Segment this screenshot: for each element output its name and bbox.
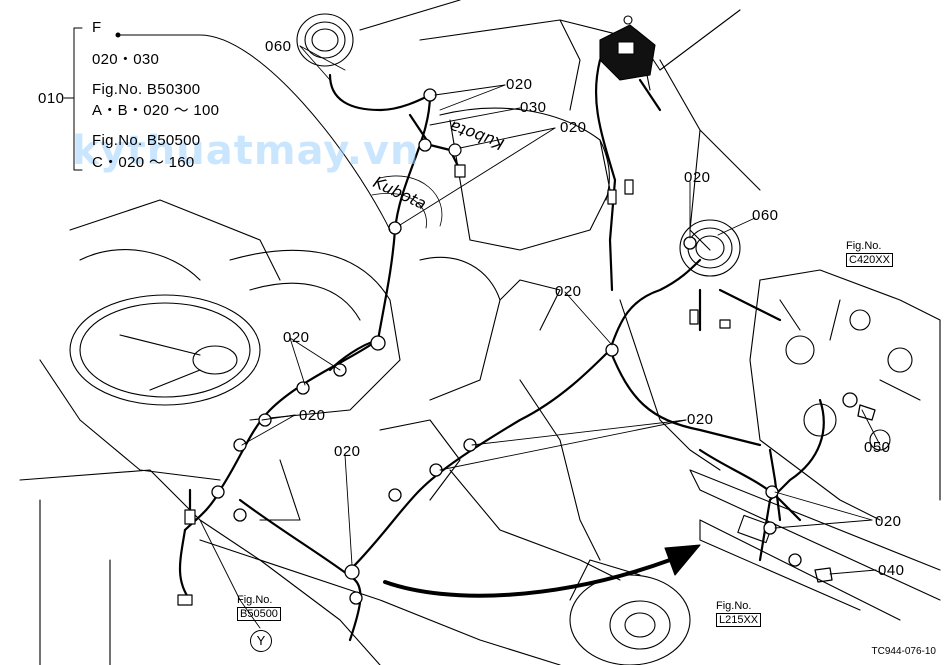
front-axle-gear [569,559,691,665]
part-label-020[interactable]: 020 [506,76,533,93]
part-label-020[interactable]: 020 [555,283,582,300]
part-label-030[interactable]: 030 [520,99,547,116]
connectors [177,143,731,606]
watermark-text: kythuatmay.vn [72,128,420,174]
fig-ref-b505-value: B50500 [237,606,281,622]
note-fig-b: Fig.No. B50300 [92,81,201,98]
part-label-050[interactable]: 050 [864,439,891,456]
view-arrow [383,544,701,598]
drawing-code: TC944-076-10 [871,646,936,657]
seat-and-fenders [39,199,561,481]
view-y-marker[interactable]: Y [250,630,272,652]
fig-ref-l215[interactable]: Fig.No. L215XX [716,600,762,628]
part-label-020[interactable]: 020 [283,329,310,346]
lower-bracket [689,469,941,621]
part-label-020[interactable]: 020 [875,513,902,530]
fig-ref-b505[interactable]: Fig.No. B50500 [237,594,281,622]
hood-outline [359,0,761,251]
note-range-f: 020・030 [92,51,160,68]
note-range-c: C・020 ～ 160 [92,154,195,171]
part-label-060[interactable]: 060 [752,207,779,224]
wiring-harness [178,58,825,642]
harness-clamps [211,88,779,605]
fig-ref-c420-value: C420XX [846,252,893,268]
leader-lines [199,45,881,629]
part-label-060[interactable]: 060 [265,38,292,55]
part-label-020[interactable]: 020 [684,169,711,186]
note-range-ab: A・B・020 ～ 100 [92,102,220,119]
steering-wheel [69,294,261,406]
part-label-020[interactable]: 020 [334,443,361,460]
note-bracket [63,27,391,231]
headlights [296,13,741,277]
fig-ref-b505-label: Fig.No. [237,594,273,606]
fig-ref-c420[interactable]: Fig.No. C420XX [846,240,893,268]
note-variant-f: F [92,19,102,36]
engine-block [749,269,941,521]
note-fig-c: Fig.No. B50500 [92,132,201,149]
part-label-020[interactable]: 020 [560,119,587,136]
fig-ref-l215-value: L215XX [716,612,762,628]
fasteners [788,392,876,583]
fig-ref-c420-label: Fig.No. [846,240,882,252]
part-label-020[interactable]: 020 [299,407,326,424]
part-label-020[interactable]: 020 [687,411,714,428]
fig-ref-l215-label: Fig.No. [716,600,752,612]
part-label-040[interactable]: 040 [878,562,905,579]
part-label-010[interactable]: 010 [38,90,65,107]
